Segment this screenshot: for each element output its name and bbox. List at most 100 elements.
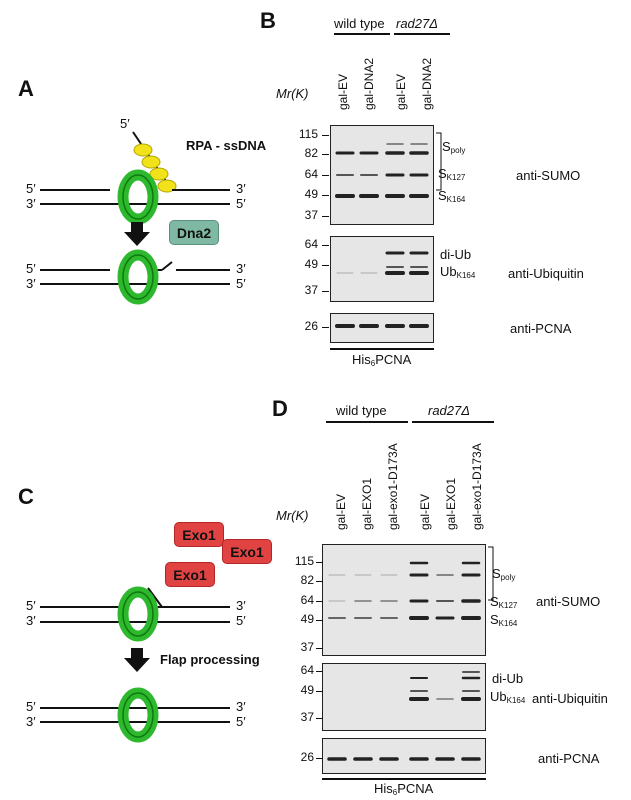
strand-end-label: 3′ [236, 598, 246, 613]
antibody-label: anti-SUMO [536, 594, 601, 609]
exo1-protein-box: Exo1 [165, 562, 215, 587]
band-label-spoly: Spoly [442, 139, 466, 155]
footer-bracket [322, 778, 486, 780]
lane-label: gal-EV [418, 493, 432, 530]
pcna-ring-icon [117, 169, 159, 225]
strand-end-label: 5′ [236, 714, 246, 729]
strand-end-label: 3′ [26, 714, 36, 729]
panel-a-diagram [40, 131, 230, 305]
genotype-label: wild type [336, 403, 387, 418]
mw-marker: 64 [300, 663, 314, 677]
mw-marker: 49 [300, 612, 314, 626]
flap-processing-label: Flap processing [160, 652, 260, 667]
band-label-sk164: SK164 [438, 188, 466, 204]
strand-end-label: 5′ [236, 196, 246, 211]
genotype-bracket [326, 421, 408, 423]
strand-end-label: 3′ [26, 613, 36, 628]
genotype-bracket [394, 33, 450, 35]
mw-marker: 37 [300, 710, 314, 724]
band-label-sk127: SK127 [438, 166, 466, 182]
mw-marker: 82 [304, 146, 318, 160]
panel-letter-c: C [18, 484, 34, 509]
pcna-blot [322, 738, 486, 774]
strand-end-label: 3′ [236, 181, 246, 196]
strand-end-label: 5′ [26, 598, 36, 613]
genotype-label: rad27Δ [428, 403, 470, 418]
genotype-bracket [334, 33, 390, 35]
band-label-sk127: SK127 [490, 594, 518, 610]
mw-marker: 64 [300, 593, 314, 607]
lane-label: gal-EV [394, 73, 408, 110]
strand-end-label: 3′ [26, 276, 36, 291]
strand-end-label: 5′ [236, 613, 246, 628]
strand-end-label: 3′ [236, 699, 246, 714]
mw-marker: 64 [304, 237, 318, 251]
band-label-sk164: SK164 [490, 612, 518, 628]
exo1-protein-box: Exo1 [174, 522, 224, 547]
mw-marker: 49 [304, 187, 318, 201]
panel-letter-b: B [260, 8, 276, 33]
mw-marker: 37 [304, 208, 318, 222]
dna2-protein-box: Dna2 [169, 220, 219, 245]
pcna-ring-icon [117, 586, 159, 642]
mw-marker: 82 [300, 573, 314, 587]
genotype-label: rad27Δ [396, 16, 438, 31]
lane-label: gal-DNA2 [362, 57, 376, 110]
band-label-ubk164: UbK164 [440, 264, 476, 280]
band-label-ubk164: UbK164 [490, 689, 526, 705]
flap-5-prime-label: 5′ [120, 116, 130, 131]
mw-marker: 115 [298, 127, 318, 141]
strand-end-label: 5′ [26, 699, 36, 714]
antibody-label: anti-Ubiquitin [508, 266, 584, 281]
mw-marker: 37 [304, 283, 318, 297]
mw-marker: 26 [300, 750, 314, 764]
ubiquitin-blot [322, 663, 486, 731]
lane-label: gal-exo1-D173A [386, 443, 400, 530]
genotype-label: wild type [334, 16, 385, 31]
lane-label: gal-EXO1 [444, 477, 458, 530]
antibody-label: anti-Ubiquitin [532, 691, 608, 706]
mr-label: Mr(K) [276, 86, 309, 101]
band-label-spoly: Spoly [492, 566, 516, 582]
rpa-ssdna-label: RPA - ssDNA [186, 138, 267, 153]
pcna-blot [330, 313, 434, 343]
genotype-bracket [412, 421, 494, 423]
pcna-ring-icon [117, 687, 159, 743]
exo1-protein-box: Exo1 [222, 539, 272, 564]
down-arrow-icon [124, 648, 150, 672]
antibody-label: anti-PCNA [510, 321, 572, 336]
band-label-diub: di-Ub [440, 247, 472, 262]
ubiquitin-blot [330, 236, 434, 302]
footer-bracket [330, 348, 434, 350]
strand-end-label: 5′ [26, 181, 36, 196]
lane-label: gal-EXO1 [360, 477, 374, 530]
strand-end-label: 5′ [26, 261, 36, 276]
strand-end-label: 3′ [26, 196, 36, 211]
spoly-bracket [488, 546, 494, 601]
strand-end-label: 3′ [236, 261, 246, 276]
strand-end-label: 5′ [236, 276, 246, 291]
spoly-bracket [436, 132, 442, 191]
sumo-blot [330, 125, 434, 225]
panel-letter-a: A [18, 76, 34, 101]
mr-label: Mr(K) [276, 508, 309, 523]
rpa-protein-icon [133, 143, 177, 193]
lane-label: gal-exo1-D173A [470, 443, 484, 530]
lane-label: gal-EV [334, 493, 348, 530]
sumo-blot [322, 544, 486, 656]
down-arrow-icon [124, 222, 150, 246]
lane-label: gal-DNA2 [420, 57, 434, 110]
mw-marker: 64 [304, 167, 318, 181]
pcna-ring-icon [117, 249, 159, 305]
antibody-label: anti-SUMO [516, 168, 581, 183]
mw-marker: 37 [300, 640, 314, 654]
mw-marker: 49 [304, 257, 318, 271]
footer-label: His6PCNA [352, 352, 412, 368]
mw-marker: 49 [300, 683, 314, 697]
panel-c-diagram [40, 586, 230, 743]
footer-label: His6PCNA [374, 781, 434, 797]
mw-marker: 115 [294, 554, 314, 568]
mw-marker: 26 [304, 319, 318, 333]
band-label-diub: di-Ub [492, 671, 524, 686]
antibody-label: anti-PCNA [538, 751, 600, 766]
